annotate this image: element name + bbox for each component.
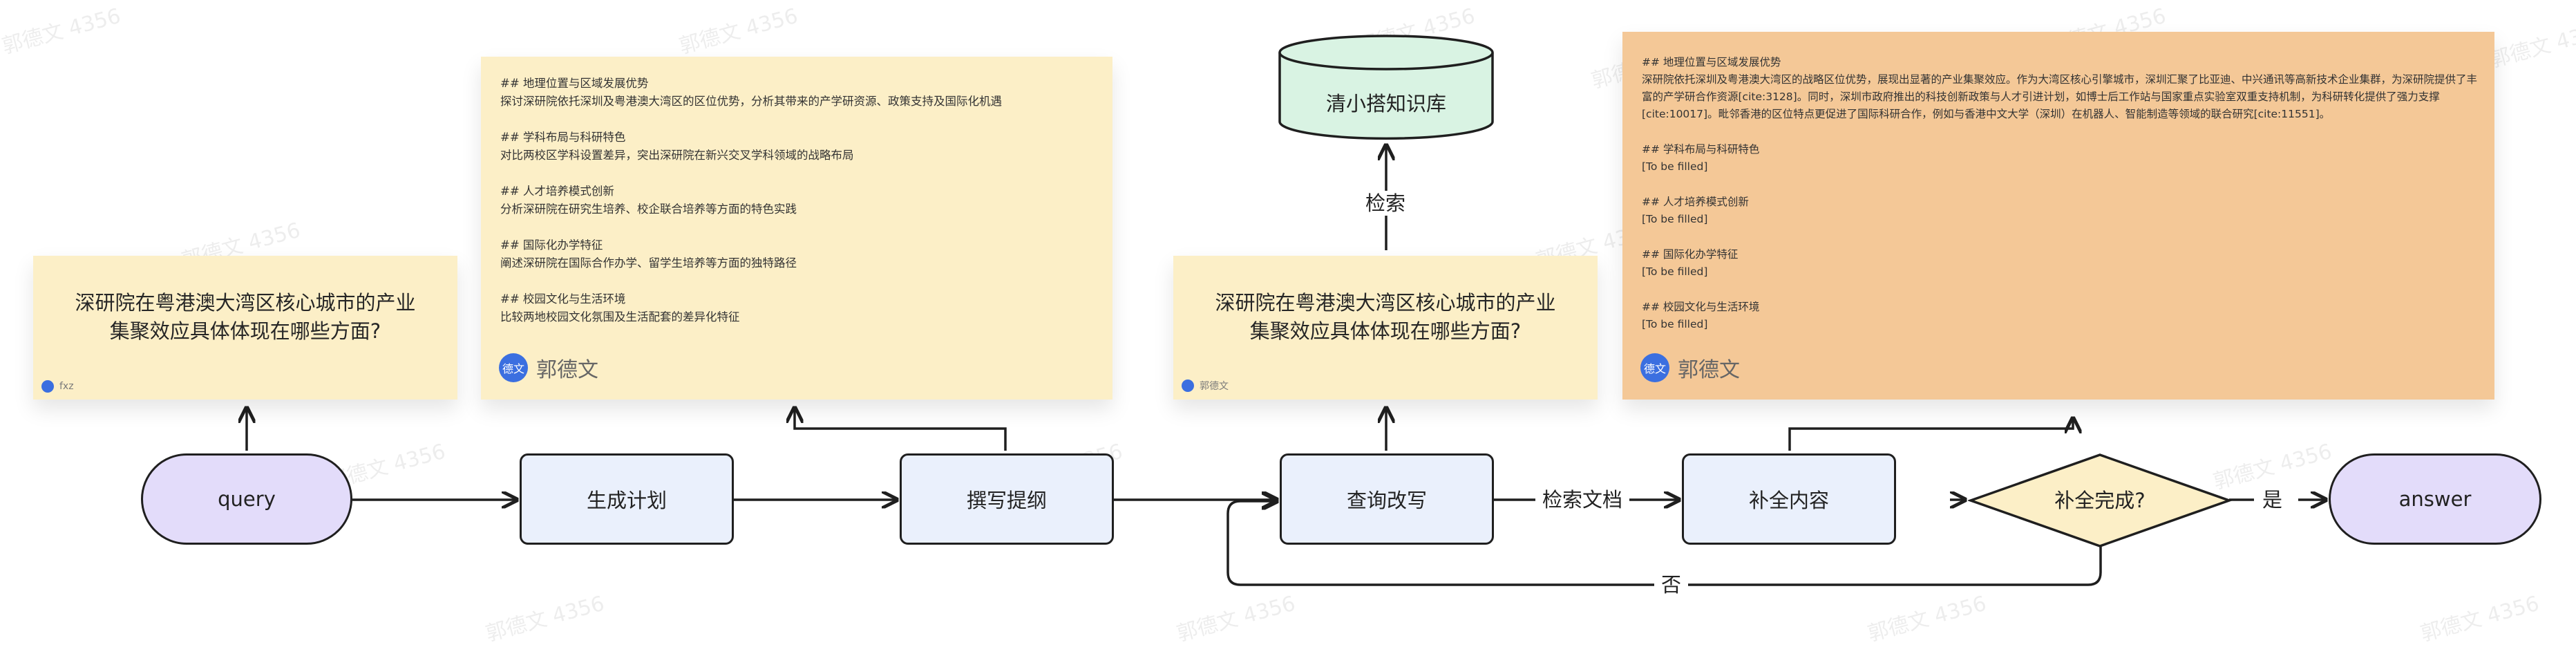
doc-section: ## 人才培养模式创新 [To be filled]: [1642, 194, 2478, 228]
doc-section: ## 国际化办学特征 [To be filled]: [1642, 246, 2478, 281]
answer-node[interactable]: answer: [2329, 453, 2541, 545]
outline-card: ## 地理位置与区域发展优势探讨深研院依托深圳及粤港澳大湾区的区位优势，分析其带…: [481, 57, 1112, 400]
kb-label: 清小搭知识库: [1326, 92, 1446, 115]
fill-card: ## 地理位置与区域发展优势深研院依托深圳及粤港澳大湾区的战略区位优势，展现出显…: [1622, 32, 2494, 400]
doc-section-body: 探讨深研院依托深圳及粤港澳大湾区的区位优势，分析其带来的产学研资源、政策支持及国…: [500, 95, 1002, 108]
doc-section-heading: ## 校园文化与生活环境: [1642, 301, 1760, 313]
doc-section-heading: ## 人才培养模式创新: [500, 185, 614, 198]
fill-document: ## 地理位置与区域发展优势深研院依托深圳及粤港澳大湾区的战略区位优势，展现出显…: [1642, 54, 2478, 351]
doc-section: ## 校园文化与生活环境比较两地校园文化氛围及生活配套的差异化特征: [500, 290, 1096, 326]
edge-outline-card: [795, 408, 1007, 451]
doc-section-heading: ## 国际化办学特征: [500, 238, 603, 252]
doc-section-body: 对比两校区学科设置差异，突出深研院在新兴交叉学科领域的战略布局: [500, 149, 854, 162]
avatar: 德文: [1640, 353, 1669, 382]
doc-section: ## 校园文化与生活环境 [To be filled]: [1642, 299, 2478, 333]
doc-section-heading: ## 学科布局与科研特色: [500, 131, 626, 144]
label-retrieve-docs: 检索文档: [1535, 487, 1630, 512]
label-yes: 是: [2260, 487, 2286, 512]
doc-section: ## 地理位置与区域发展优势探讨深研院依托深圳及粤港澳大湾区的区位优势，分析其带…: [500, 75, 1096, 111]
query-card: 深研院在粤港澳大湾区核心城市的产业集聚效应具体体现在哪些方面? fxz: [33, 256, 457, 400]
doc-section-heading: ## 地理位置与区域发展优势: [500, 77, 649, 90]
rewrite-node[interactable]: 查询改写: [1280, 453, 1494, 545]
doc-section-body: 分析深研院在研究生培养、校企联合培养等方面的特色实践: [500, 203, 797, 216]
fill-card-author: 德文 郭德文: [1640, 353, 1740, 383]
author-name: fxz: [59, 381, 74, 392]
doc-section-body: [To be filled]: [1642, 213, 1708, 225]
label-no: 否: [1654, 572, 1689, 597]
doc-section-heading: ## 校园文化与生活环境: [500, 292, 626, 306]
doc-section-heading: ## 人才培养模式创新: [1642, 196, 1749, 208]
outline-node[interactable]: 撰写提纲: [900, 453, 1114, 545]
doc-section: ## 学科布局与科研特色对比两校区学科设置差异，突出深研院在新兴交叉学科领域的战…: [500, 129, 1096, 165]
avatar: [41, 380, 54, 393]
outline-card-author: 德文 郭德文: [499, 353, 598, 383]
label-retrieve: 检索: [1358, 191, 1413, 216]
doc-section: ## 地理位置与区域发展优势深研院依托深圳及粤港澳大湾区的战略区位优势，展现出显…: [1642, 54, 2478, 123]
author-name: 郭德文: [536, 358, 598, 382]
rewrite-card: 深研院在粤港澳大湾区核心城市的产业集聚效应具体体现在哪些方面? 郭德文: [1173, 256, 1598, 400]
rewrite-card-text: 深研院在粤港澳大湾区核心城市的产业集聚效应具体体现在哪些方面?: [1215, 291, 1556, 343]
author-name: 郭德文: [1678, 358, 1740, 382]
decision-node[interactable]: 补全完成?: [1968, 452, 2232, 549]
doc-section: ## 学科布局与科研特色 [To be filled]: [1642, 141, 2478, 176]
doc-section-body: [To be filled]: [1642, 318, 1708, 330]
fill-node[interactable]: 补全内容: [1682, 453, 1896, 545]
doc-section-body: 阐述深研院在国际合作办学、留学生培养等方面的独特路径: [500, 256, 797, 270]
decision-label: 补全完成?: [2054, 489, 2145, 512]
avatar: [1182, 379, 1194, 392]
doc-section-body: 比较两地校园文化氛围及生活配套的差异化特征: [500, 310, 740, 324]
query-card-text: 深研院在粤港澳大湾区核心城市的产业集聚效应具体体现在哪些方面?: [75, 291, 416, 343]
query-card-author: fxz: [41, 380, 74, 393]
doc-section-heading: ## 国际化办学特征: [1642, 248, 1739, 261]
doc-section-body: [To be filled]: [1642, 160, 1708, 173]
plan-node[interactable]: 生成计划: [520, 453, 734, 545]
avatar: 德文: [499, 353, 528, 382]
edge-fill-card: [1788, 418, 2073, 451]
doc-section-heading: ## 学科布局与科研特色: [1642, 143, 1760, 156]
edge-no-loop: [1227, 501, 2102, 586]
doc-section-body: [To be filled]: [1642, 265, 1708, 278]
doc-section-body: 深研院依托深圳及粤港澳大湾区的战略区位优势，展现出显著的产业集聚效应。作为大湾区…: [1642, 73, 2478, 120]
query-node[interactable]: query: [141, 453, 352, 545]
doc-section: ## 国际化办学特征阐述深研院在国际合作办学、留学生培养等方面的独特路径: [500, 236, 1096, 272]
rewrite-card-author: 郭德文: [1182, 379, 1229, 393]
outline-document: ## 地理位置与区域发展优势探讨深研院依托深圳及粤港澳大湾区的区位优势，分析其带…: [500, 75, 1096, 344]
author-name: 郭德文: [1200, 381, 1229, 392]
doc-section-heading: ## 地理位置与区域发展优势: [1642, 56, 1781, 68]
doc-section: ## 人才培养模式创新分析深研院在研究生培养、校企联合培养等方面的特色实践: [500, 182, 1096, 218]
knowledge-base-cylinder: 清小搭知识库: [1278, 35, 1494, 140]
